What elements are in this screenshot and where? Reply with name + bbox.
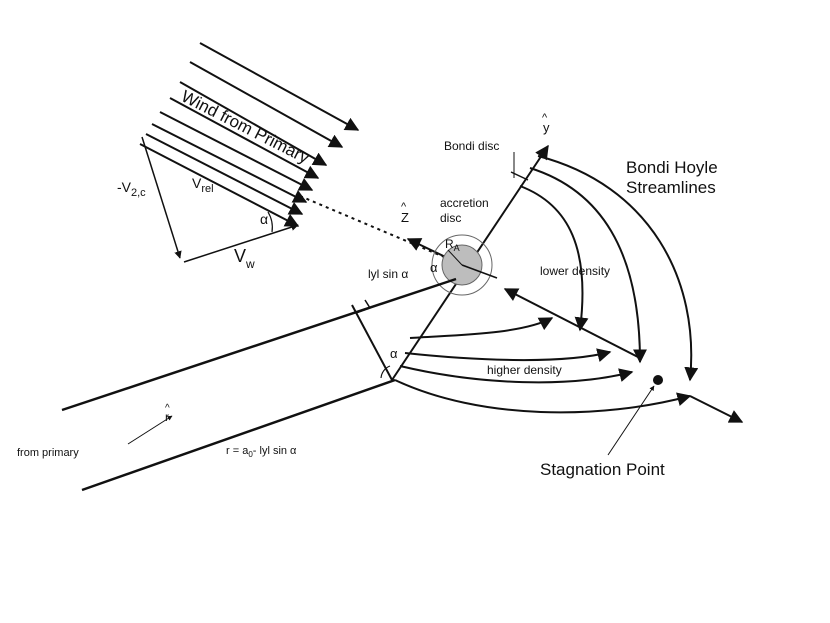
wind-lines <box>139 42 360 227</box>
z-hat-caret: ^ <box>401 201 407 213</box>
bondi-disc-label: Bondi disc <box>444 139 499 153</box>
y-hat-label: y <box>543 120 550 135</box>
accretion-radius-label: RA <box>445 237 460 253</box>
stagnation-pointer <box>607 385 655 456</box>
accretion-disc-label-1: accretion <box>440 196 489 210</box>
r-equation: r = a0- lyl sin α <box>226 445 297 459</box>
perpendicular <box>351 304 393 381</box>
vrel-label: Vrel <box>192 175 214 195</box>
vw-label: Vw <box>234 246 255 271</box>
higher-density-label: higher density <box>487 363 562 377</box>
from-primary-label: from primary <box>17 447 79 459</box>
bondi-hoyle-title-2: Streamlines <box>626 178 716 197</box>
alpha-triangle: α <box>260 211 268 227</box>
dotted-wind-axis <box>299 195 457 263</box>
v2c-label: -V2,c <box>117 179 146 199</box>
accretor <box>431 234 498 296</box>
alpha-accretor: α <box>430 260 438 275</box>
velocity-triangle <box>141 136 299 263</box>
streamlines <box>394 155 744 423</box>
r-hat-caret: ^ <box>165 403 170 414</box>
flow-lines <box>61 277 457 492</box>
lower-density-label: lower density <box>540 264 610 278</box>
r-hat-label: r <box>165 410 169 424</box>
bondi-hoyle-title-1: Bondi Hoyle <box>626 158 718 177</box>
z-hat-label: Z <box>401 210 409 225</box>
stagnation-point-label: Stagnation Point <box>540 460 665 479</box>
density-arrow <box>503 288 641 359</box>
stagnation-point-dot <box>653 375 663 385</box>
alpha-corner: α <box>390 346 398 361</box>
accretion-disc-label-2: disc <box>440 211 461 225</box>
y-sin-alpha-label: lyl sin α <box>368 267 408 281</box>
y-hat-caret: ^ <box>542 112 548 124</box>
